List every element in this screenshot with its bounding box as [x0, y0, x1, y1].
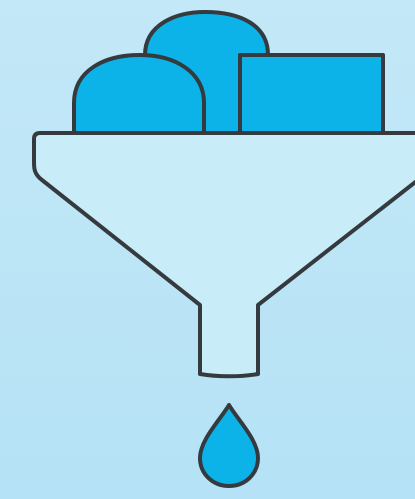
- drop-icon: [200, 405, 258, 486]
- funnel-icon: [34, 133, 415, 376]
- input-shapes: [74, 12, 383, 134]
- dome-shape-icon: [74, 55, 204, 133]
- square-shape-icon: [240, 55, 383, 134]
